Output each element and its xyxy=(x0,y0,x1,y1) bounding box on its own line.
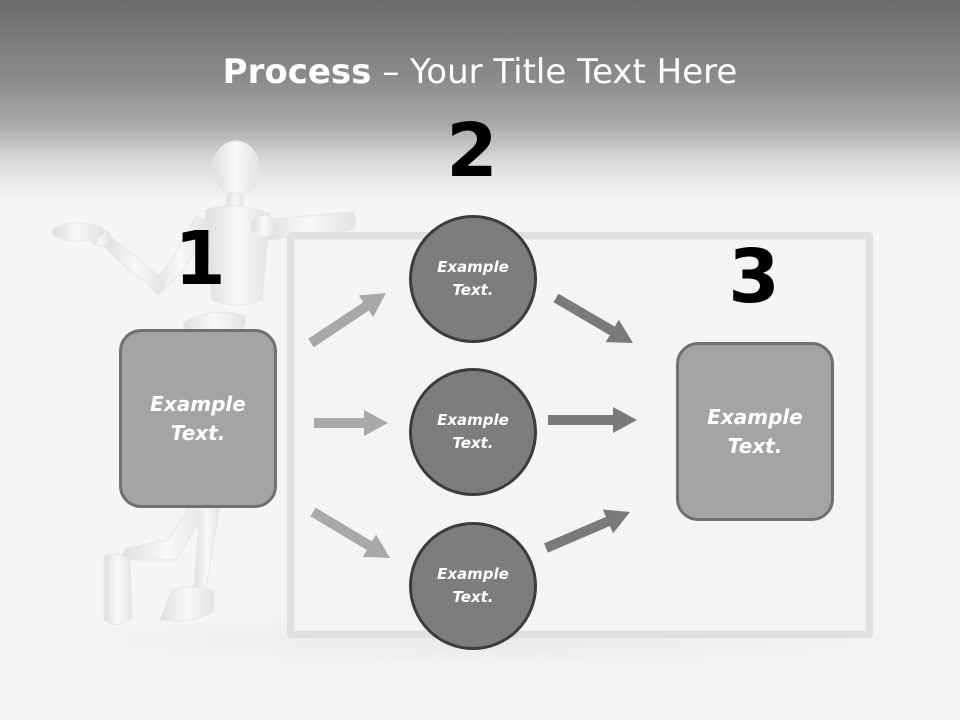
step-2-circle-top: Example Text. xyxy=(409,215,537,343)
circle-bot-line1: Example xyxy=(437,565,509,583)
step-number-3: 3 xyxy=(728,234,780,320)
step-1-text-line1: Example xyxy=(150,391,246,416)
header-band xyxy=(0,0,960,200)
step-2-circle-bottom: Example Text. xyxy=(409,522,537,650)
arrow-top-to-box3-right-arrow-icon xyxy=(553,293,633,343)
step-3-text-line1: Example xyxy=(707,404,803,429)
arrow-box1-to-top-right-arrow-icon xyxy=(308,293,386,348)
circle-top-line2: Text. xyxy=(452,281,494,299)
title-rest: Your Title Text Here xyxy=(410,52,738,92)
slide-title: Process – Your Title Text Here xyxy=(0,52,960,92)
step-1-box: Example Text. xyxy=(119,329,277,508)
arrow-bot-to-box3-right-arrow-icon xyxy=(544,509,630,553)
circle-mid-line2: Text. xyxy=(452,434,494,452)
arrow-group xyxy=(308,293,637,558)
circle-bot-line2: Text. xyxy=(452,588,494,606)
circle-mid-line1: Example xyxy=(437,411,509,429)
arrow-box1-to-bot-right-arrow-icon xyxy=(310,507,390,558)
title-bold-part: Process xyxy=(222,52,372,92)
title-separator: – xyxy=(371,52,411,92)
arrow-mid-to-box3-right-arrow-icon xyxy=(548,407,637,433)
step-2-circle-middle: Example Text. xyxy=(409,368,537,496)
step-3-box: Example Text. xyxy=(676,342,834,521)
circle-top-line1: Example xyxy=(437,258,509,276)
step-1-text-line2: Text. xyxy=(170,420,226,445)
step-3-text-line2: Text. xyxy=(727,433,783,458)
arrow-box1-to-mid-right-arrow-icon xyxy=(314,410,388,436)
step-number-2: 2 xyxy=(446,108,498,194)
step-number-1: 1 xyxy=(174,216,226,302)
